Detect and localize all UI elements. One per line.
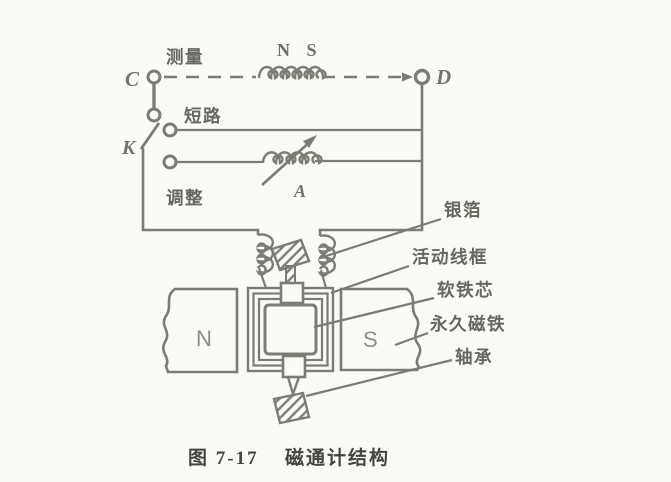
pole-s-label: S	[363, 327, 379, 352]
bottom-spindle	[281, 354, 307, 379]
caption-title: 磁通计结构	[285, 446, 390, 469]
adjust-label: 调整	[166, 188, 204, 208]
pole-n-label: N	[196, 326, 213, 351]
rheostat-a-label: A	[293, 181, 306, 201]
right-return-wire	[318, 84, 424, 236]
terminal-c-label: C	[125, 67, 140, 91]
callout-leaders	[305, 217, 453, 398]
circuit-wiring	[141, 84, 424, 236]
silver-foil-leader	[319, 217, 442, 260]
search-coil-poles-label: N S	[277, 40, 323, 60]
top-support-block	[270, 238, 311, 272]
suspension-tail-right	[319, 269, 328, 289]
terminal-d-label: D	[435, 65, 451, 89]
bearing-label: 轴承	[455, 347, 493, 367]
silver-foil-label: 银箔	[444, 200, 482, 220]
bearing-leader	[305, 358, 453, 398]
rheostat-coil	[261, 151, 323, 165]
short-contact-node	[162, 122, 178, 138]
moving-coil-frame-label: 活动线框	[412, 247, 488, 267]
bottom-bearing-block	[272, 391, 311, 425]
moving-coil-assembly	[246, 281, 335, 425]
permanent-magnet-leader	[394, 331, 429, 347]
permanent-magnet-poles	[162, 287, 422, 374]
soft-iron-core-label: 软铁芯	[437, 280, 494, 300]
search-coil	[257, 65, 327, 80]
terminal-c-node	[146, 69, 162, 85]
selector-switch	[139, 84, 178, 170]
pole-s-block	[339, 287, 422, 372]
rheostat-arrowhead	[303, 135, 317, 148]
adjust-contact-node	[162, 154, 178, 170]
pole-n-block	[162, 287, 239, 374]
top-spindle	[279, 281, 305, 305]
switch-arm	[139, 122, 161, 150]
suspension-assembly	[255, 233, 337, 289]
left-return-wire	[141, 148, 260, 235]
moving-coil-leader	[330, 264, 410, 295]
iron-core-leader	[313, 296, 435, 329]
suspension-spring-right	[317, 234, 337, 277]
rheostat-arrow	[261, 139, 313, 186]
terminal-d-node	[413, 68, 431, 86]
permanent-magnet-label: 永久磁铁	[429, 314, 506, 334]
switch-k-label: K	[121, 137, 137, 159]
suspension-spring-left	[255, 233, 275, 276]
pivot-point	[286, 376, 301, 398]
suspension-tail-left	[257, 267, 268, 289]
soft-iron-core	[263, 303, 318, 356]
measure-label: 测量	[166, 47, 204, 67]
measure-branch	[146, 65, 431, 86]
caption-figure-number: 图 7-17	[188, 447, 259, 469]
dashed-wire-arrowhead	[402, 72, 413, 82]
measure-contact-node	[146, 107, 162, 123]
short-circuit-label: 短路	[184, 106, 222, 126]
